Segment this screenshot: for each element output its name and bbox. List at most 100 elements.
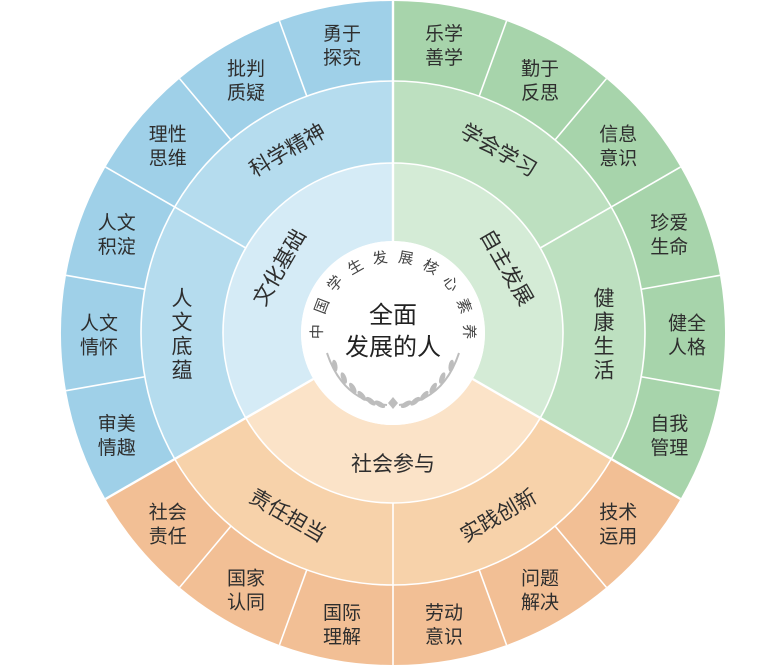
point-label-development-1-2: 自我管理 <box>650 413 688 459</box>
point-label-development-1-1-line-0: 健全 <box>668 313 706 335</box>
point-label-participation-0-2-line-1: 意识 <box>425 626 463 648</box>
radial-divider-4 <box>178 78 232 141</box>
basic-label-participation: 社会参与 <box>351 452 435 476</box>
ring-mid-development-0 <box>393 81 612 248</box>
ring-outer-development-1-0 <box>611 167 720 290</box>
center-circle <box>301 241 485 425</box>
point-label-development-1-2-line-0: 自我 <box>650 413 688 435</box>
ring-mid-development-1 <box>540 207 646 459</box>
laurel-diamond-icon <box>388 397 398 409</box>
point-label-participation-1-2: 社会责任 <box>149 502 187 548</box>
point-label-culture-1-2-line-1: 探究 <box>323 47 361 69</box>
center-title-line-1: 全面 <box>369 301 417 329</box>
point-label-participation-0-1-line-1: 解决 <box>521 591 559 613</box>
point-label-participation-1-2-line-0: 社会 <box>149 502 187 524</box>
ring-mid-culture-1 <box>174 80 393 249</box>
ring-outer-development-1-2 <box>611 376 720 499</box>
ring-inner-participation <box>245 379 541 503</box>
point-label-culture-1-1-line-1: 质疑 <box>227 82 265 104</box>
radial-divider-1 <box>65 375 145 392</box>
point-label-development-0-2-line-0: 信息 <box>599 124 637 146</box>
point-label-development-1-1-line-1: 人格 <box>668 337 706 359</box>
laurel-leaf-0-5 <box>332 359 338 372</box>
center-disc: 中国学生发展核心素养 全面 发展的人 <box>301 241 485 425</box>
radial-divider-9 <box>539 166 681 249</box>
laurel-leaf-0-4 <box>340 372 347 384</box>
laurel-leaf-1-4 <box>439 372 446 384</box>
point-label-participation-1-1: 国家认同 <box>227 567 265 613</box>
center-arc-char-5: 展 <box>397 248 415 268</box>
point-label-culture-1-0-line-0: 理性 <box>149 124 187 146</box>
radial-divider-14 <box>478 569 508 646</box>
point-label-participation-0-1: 问题解决 <box>521 567 559 613</box>
point-label-culture-0-1-line-1: 情怀 <box>80 337 118 359</box>
radial-divider-3 <box>105 166 247 249</box>
point-label-development-0-2: 信息意识 <box>599 124 637 170</box>
ring-mid-participation-0 <box>393 418 612 585</box>
point-label-culture-1-1-line-0: 批判 <box>227 58 265 80</box>
laurel-leaf-1-1 <box>410 396 421 406</box>
laurel-leaf-0-1 <box>365 396 376 406</box>
radial-divider-7 <box>478 20 508 97</box>
ring-outer-development-0-2 <box>554 78 681 207</box>
radial-divider-8 <box>554 78 608 141</box>
point-label-participation-0-2-line-0: 劳动 <box>425 602 463 624</box>
point-label-participation-0-0: 技术运用 <box>599 502 637 548</box>
ring-outer-culture-0-0 <box>66 376 175 499</box>
laurel-leaf-1-2 <box>419 390 429 401</box>
point-label-development-0-0-line-0: 乐学 <box>425 23 463 45</box>
ring-outer-culture-0-2 <box>66 167 175 290</box>
radial-divider-0 <box>104 377 314 501</box>
aspect-label-development-1: 健康生活 <box>594 287 615 383</box>
aspect-label-culture-0: 人文底蕴 <box>172 287 193 383</box>
point-label-development-0-1-line-1: 反思 <box>521 82 559 104</box>
radial-divider-13 <box>554 525 608 588</box>
center-title-line-2: 发展的人 <box>345 333 441 361</box>
radial-divider-17 <box>178 525 232 588</box>
point-label-development-1-1: 健全人格 <box>668 313 706 359</box>
point-label-culture-1-0: 理性思维 <box>149 124 187 170</box>
laurel-leaf-0-0 <box>374 400 386 409</box>
ring-outer-development-1-1 <box>641 275 726 391</box>
ring-mid-culture-0 <box>140 207 246 459</box>
ring-outer-culture-0-1 <box>60 275 145 391</box>
point-label-culture-1-1: 批判质疑 <box>227 58 265 104</box>
laurel-leaf-1-3 <box>429 382 437 394</box>
ring-outer-participation-1-0 <box>279 569 393 665</box>
center-arc-char-0: 中 <box>308 324 326 339</box>
point-label-participation-1-1-line-1: 认同 <box>227 591 265 613</box>
point-label-development-0-2-line-1: 意识 <box>599 148 637 170</box>
point-label-culture-0-1-line-0: 人文 <box>80 313 118 335</box>
point-label-development-0-1: 勤于反思 <box>521 58 559 104</box>
center-arc-char-9: 养 <box>460 324 478 339</box>
point-label-participation-0-0-line-0: 技术 <box>599 502 637 524</box>
point-label-culture-1-2: 勇于探究 <box>323 23 361 69</box>
point-label-development-0-0-line-1: 善学 <box>425 47 463 69</box>
ring-outer-development-0-0 <box>393 1 507 97</box>
point-label-culture-0-0-line-0: 审美 <box>98 413 136 435</box>
radial-divider-5 <box>278 20 308 97</box>
point-label-participation-1-1-line-0: 国家 <box>227 567 265 589</box>
laurel-leaf-0-2 <box>357 390 367 401</box>
ring-inner-development <box>393 163 563 418</box>
center-arc-char-1: 国 <box>311 296 333 316</box>
point-label-culture-0-0: 审美情趣 <box>98 413 136 459</box>
point-label-participation-1-2-line-1: 责任 <box>149 526 187 548</box>
radial-divider-16 <box>278 569 308 646</box>
point-label-development-0-0: 乐学善学 <box>425 23 463 69</box>
ring-outer-participation-1-2 <box>105 459 232 588</box>
point-label-participation-1-0-line-1: 理解 <box>323 626 361 648</box>
radial-divider-11 <box>641 375 721 392</box>
point-label-culture-0-2-line-1: 积淀 <box>98 236 136 258</box>
center-arc-char-8: 素 <box>453 296 475 316</box>
point-label-culture-0-1: 人文情怀 <box>80 313 118 359</box>
radial-divider-2 <box>65 274 145 291</box>
point-label-participation-1-0: 国际理解 <box>323 602 361 648</box>
ring-outer-culture-1-0 <box>105 78 232 207</box>
point-label-culture-0-0-line-1: 情趣 <box>98 437 136 459</box>
laurel-leaf-1-0 <box>400 400 412 409</box>
ring-outer-culture-1-2 <box>279 1 393 97</box>
point-label-culture-0-2: 人文积淀 <box>98 212 136 258</box>
point-label-development-1-0-line-0: 珍爱 <box>650 212 688 234</box>
ring-mid-participation-1 <box>174 418 393 585</box>
